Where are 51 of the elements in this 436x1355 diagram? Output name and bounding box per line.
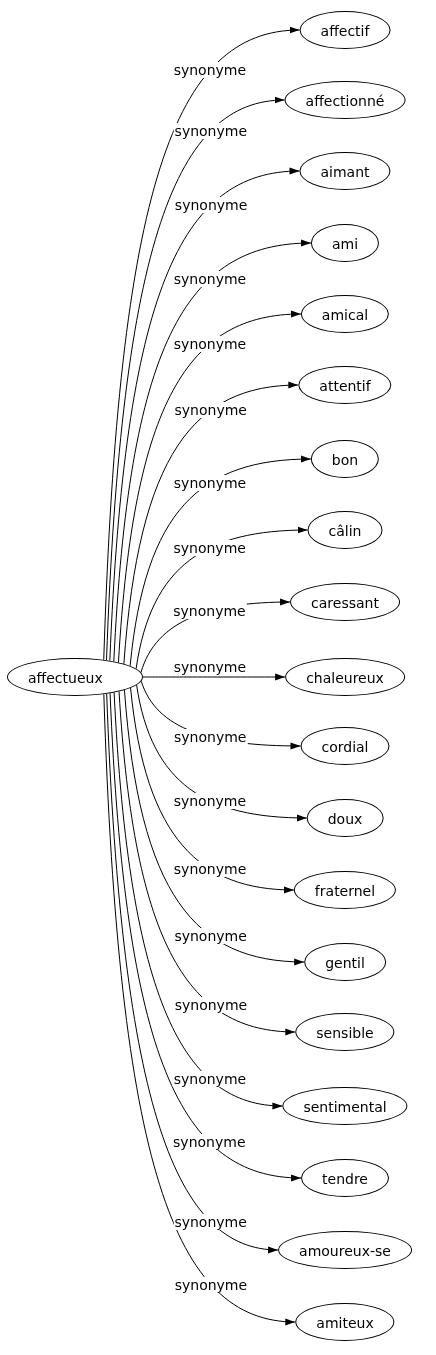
edge-label: synonyme	[172, 270, 248, 287]
edge-label: synonyme	[172, 792, 248, 809]
edge-label: synonyme	[172, 861, 248, 878]
edge-label: synonyme	[172, 603, 247, 620]
arrow	[106, 97, 286, 661]
word-ellipse: doux	[306, 799, 384, 837]
edge-label: synonyme	[173, 927, 248, 944]
word-ellipse: caressant	[290, 583, 400, 621]
word-ellipse: affectionné	[284, 81, 406, 119]
word-ellipse: cordial	[300, 727, 390, 765]
word-ellipse: attentif	[298, 366, 392, 404]
arrow	[113, 240, 312, 662]
edge-label: synonyme	[173, 122, 249, 139]
edge-label: synonyme	[173, 996, 249, 1013]
word-ellipse: affectueux	[7, 658, 143, 696]
arrow	[109, 692, 302, 1181]
arrow	[113, 692, 283, 1109]
word-ellipse: amical	[300, 295, 390, 333]
word-ellipse: sentimental	[282, 1087, 408, 1125]
word-ellipse: câlin	[307, 511, 383, 549]
word-ellipse: fraternel	[293, 871, 397, 909]
word-ellipse: bon	[310, 440, 380, 478]
edge-label: synonyme	[172, 1134, 247, 1150]
arrow	[123, 382, 299, 665]
edge-label: synonyme	[172, 539, 247, 556]
edge-label: synonyme	[172, 474, 248, 491]
arrow	[117, 311, 302, 663]
edge-label: synonyme	[172, 62, 248, 79]
arrow	[129, 455, 312, 667]
arrow	[123, 689, 305, 965]
edge-label: synonyme	[173, 1213, 248, 1230]
arrow	[142, 673, 286, 681]
word-ellipse: aimant	[299, 152, 391, 190]
word-ellipse: ami	[310, 224, 380, 262]
word-ellipse: sensible	[295, 1013, 395, 1051]
arrow	[130, 687, 295, 893]
arrow	[106, 693, 279, 1253]
arrow	[118, 691, 296, 1035]
word-ellipse: affectif	[299, 11, 391, 49]
edge-label: synonyme	[173, 196, 249, 213]
edge-label: synonyme	[172, 1071, 248, 1088]
edge-label: synonyme	[173, 402, 248, 419]
word-ellipse: amiteux	[295, 1303, 395, 1341]
word-ellipse: amoureux-se	[278, 1231, 412, 1269]
word-ellipse: tendre	[301, 1159, 389, 1197]
edge-label: synonyme	[173, 729, 248, 746]
edge-label: synonyme	[172, 335, 248, 352]
word-ellipse: gentil	[304, 943, 386, 981]
edge-label: synonyme	[173, 1276, 249, 1293]
word-ellipse: chaleureux	[285, 658, 405, 696]
arrow	[109, 168, 300, 662]
